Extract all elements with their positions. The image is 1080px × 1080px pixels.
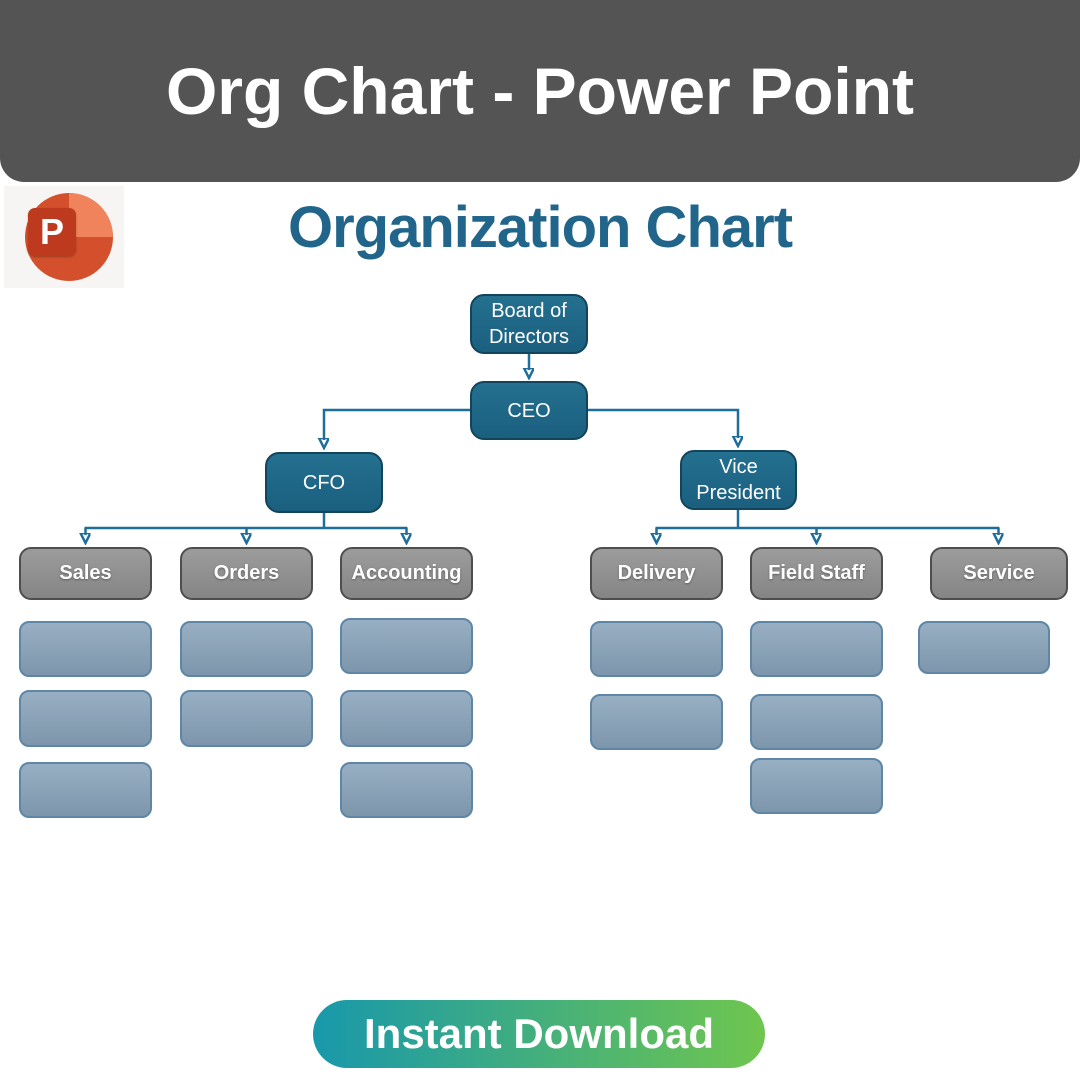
banner: Org Chart - Power Point [0,0,1080,182]
org-node-board-of-directors: Board of Directors [470,294,588,354]
empty-slot-field-staff-3 [750,758,883,814]
banner-title: Org Chart - Power Point [165,54,915,128]
dept-sales: Sales [19,547,152,600]
empty-slot-sales-2 [19,690,152,747]
dept-service: Service [930,547,1068,600]
empty-slot-accounting-3 [340,762,473,818]
empty-slot-service-1 [918,621,1050,674]
empty-slot-sales-1 [19,621,152,677]
org-node-cfo: CFO [265,452,383,513]
empty-slot-accounting-1 [340,618,473,674]
powerpoint-letter: P [39,211,64,252]
empty-slot-accounting-2 [340,690,473,747]
empty-slot-orders-1 [180,621,313,677]
empty-slot-sales-3 [19,762,152,818]
powerpoint-logo-icon: P [4,186,124,288]
dept-delivery: Delivery [590,547,723,600]
empty-slot-field-staff-1 [750,621,883,677]
empty-slot-delivery-1 [590,621,723,677]
dept-orders: Orders [180,547,313,600]
empty-slot-delivery-2 [590,694,723,750]
instant-download-button[interactable]: Instant Download [313,1000,765,1068]
org-node-vice-president: Vice President [680,450,797,510]
dept-accounting: Accounting [340,547,473,600]
powerpoint-p-badge-icon: P [28,208,76,256]
dept-field-staff: Field Staff [750,547,883,600]
page-title: Organization Chart [287,195,793,260]
empty-slot-orders-2 [180,690,313,747]
instant-download-label: Instant Download [364,1010,714,1057]
empty-slot-field-staff-2 [750,694,883,750]
org-node-ceo: CEO [470,381,588,440]
